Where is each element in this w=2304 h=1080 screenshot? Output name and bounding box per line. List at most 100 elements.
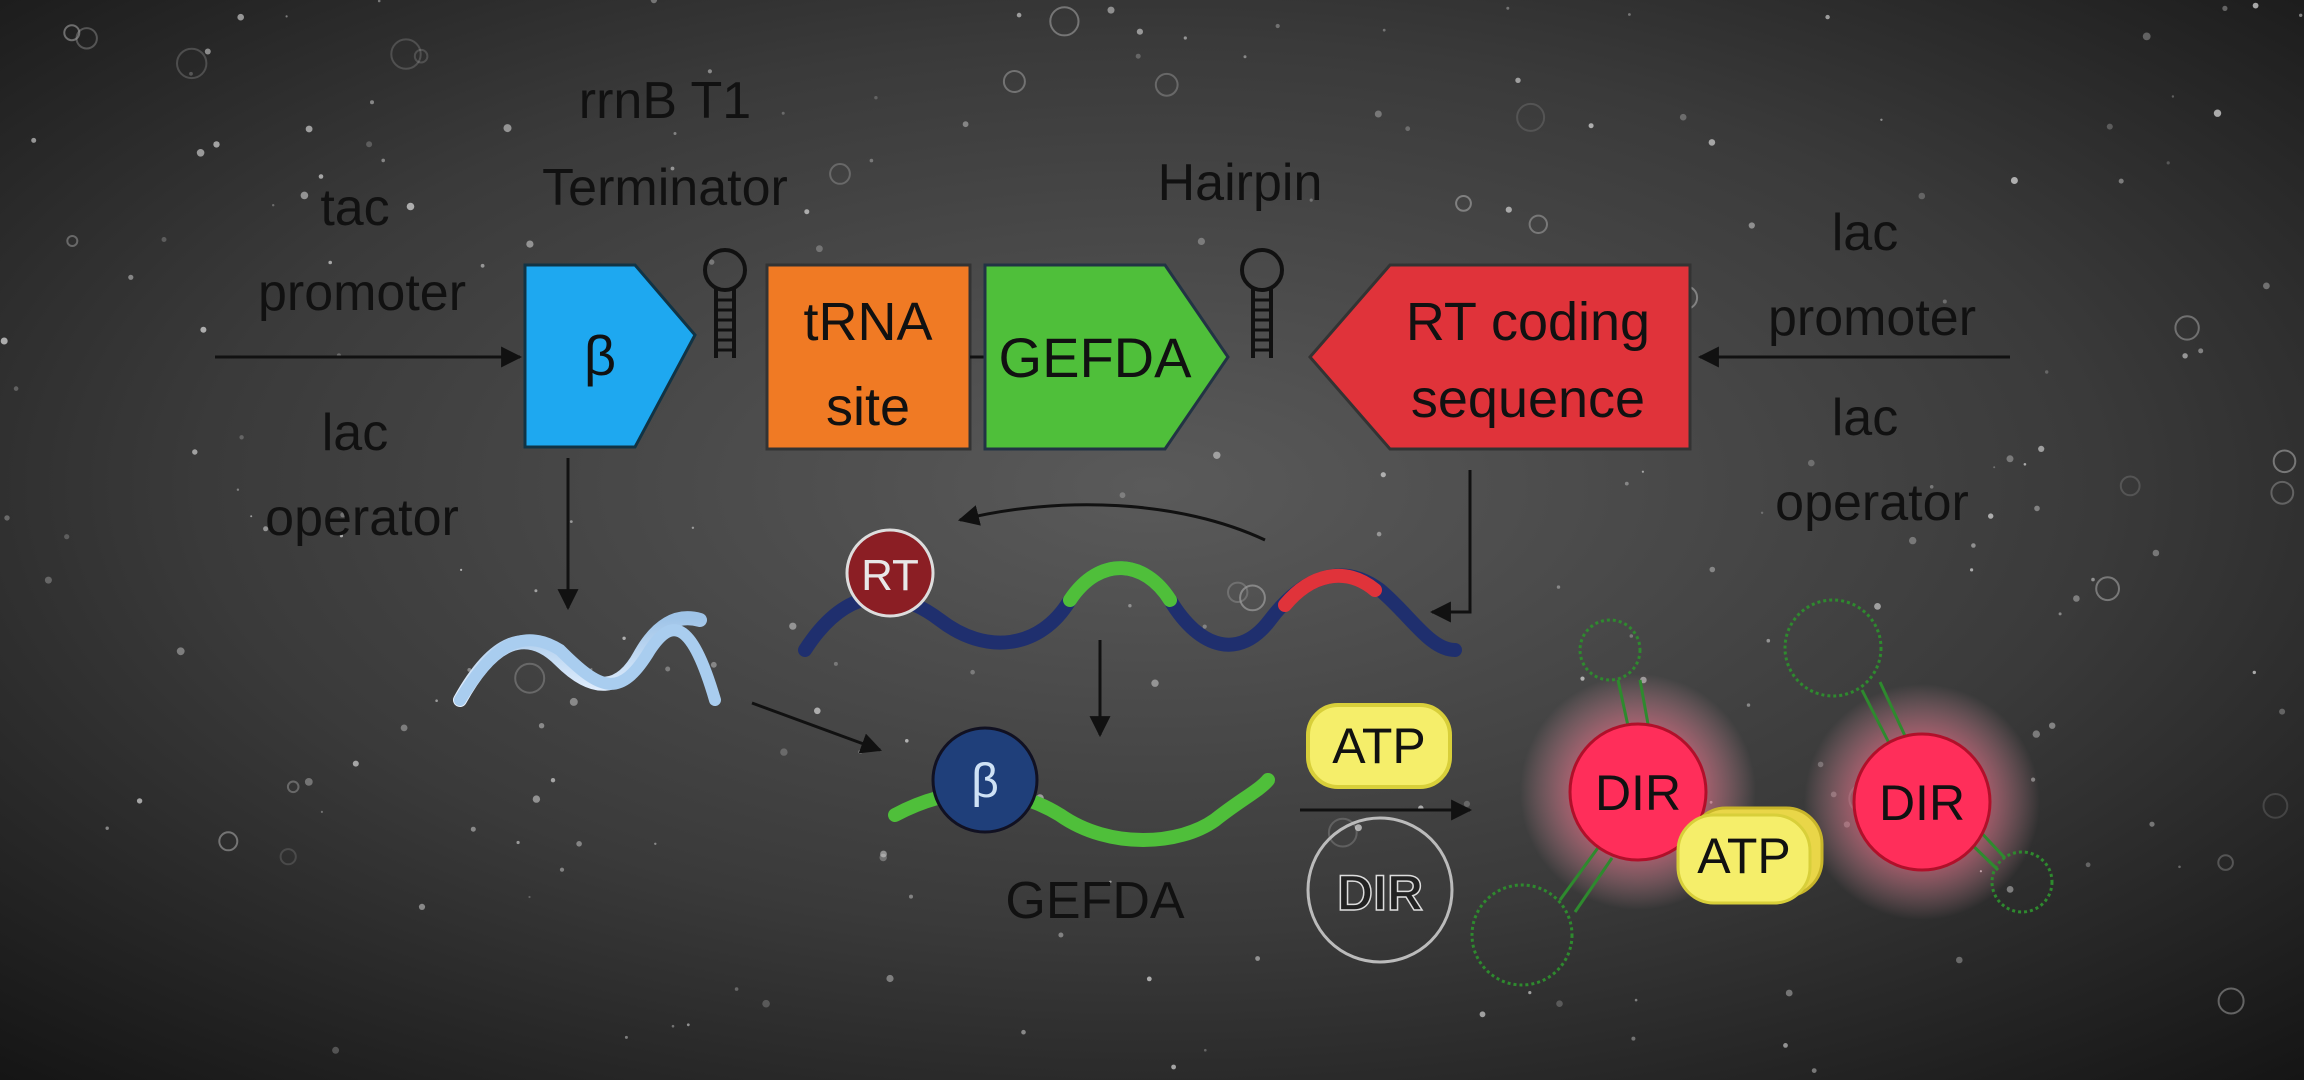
speckle — [1119, 492, 1126, 499]
speckle — [2106, 123, 2113, 130]
speckle — [2032, 730, 2041, 738]
speckle — [1515, 77, 1521, 84]
speckle — [200, 326, 207, 333]
speckle — [480, 263, 485, 268]
speckle — [503, 124, 512, 133]
rt-transcription-arrow — [1429, 470, 1472, 623]
speckle — [532, 795, 541, 803]
speckle — [0, 337, 8, 345]
atp-reactant-label: ATP — [1332, 718, 1426, 774]
speckle — [1631, 1036, 1636, 1041]
speckle — [1709, 566, 1716, 573]
speckle — [1275, 23, 1280, 29]
speckle — [1528, 991, 1532, 995]
hairpin-label: Hairpin — [1158, 154, 1323, 212]
speckle — [1811, 1068, 1817, 1073]
speckle — [1785, 989, 1793, 997]
speckle — [1154, 72, 1179, 97]
speckle — [1993, 466, 1996, 469]
speckle — [2073, 595, 2080, 602]
speckle — [1309, 198, 1313, 202]
speckle — [2198, 348, 2204, 354]
speckle — [176, 47, 208, 80]
speckle — [44, 576, 52, 584]
speckle — [1624, 481, 1629, 486]
speckle — [1107, 6, 1115, 14]
speckle — [272, 204, 275, 207]
speckle — [1382, 28, 1386, 32]
speckle — [1970, 568, 1974, 572]
speckle — [370, 100, 374, 105]
speckle — [814, 707, 821, 715]
speckle — [1748, 222, 1755, 229]
speckle — [673, 132, 677, 135]
speckle — [874, 96, 878, 100]
speckle — [4, 515, 10, 521]
speckle — [734, 987, 739, 991]
speckle — [64, 534, 70, 540]
beta-protein-label: β — [971, 755, 999, 808]
speckle — [869, 158, 874, 163]
speckle — [2263, 282, 2270, 290]
speckle — [781, 111, 785, 115]
speckle — [250, 515, 253, 518]
speckle — [1016, 12, 1022, 18]
lac-promoter-label-line1: lac — [1832, 204, 1898, 262]
speckle — [366, 141, 373, 148]
speckle — [1243, 55, 1247, 59]
speckle — [189, 71, 193, 76]
speckle — [381, 158, 386, 163]
speckle — [2166, 161, 2170, 165]
speckle — [1479, 1011, 1486, 1018]
speckle — [2262, 793, 2289, 819]
speckle — [1516, 102, 1546, 132]
speckle — [2252, 2, 2259, 9]
speckle — [1708, 139, 1716, 146]
speckle — [526, 240, 534, 248]
speckle — [1002, 70, 1026, 93]
speckle — [2299, 13, 2303, 17]
speckle — [1171, 1064, 1176, 1070]
speckle — [1183, 36, 1187, 40]
speckle — [75, 27, 98, 50]
speckle — [1136, 28, 1143, 35]
speckle — [789, 622, 797, 630]
speckle — [1956, 956, 1963, 964]
speckle — [340, 512, 346, 518]
speckle — [66, 235, 79, 247]
speckle — [516, 840, 520, 845]
speckle — [962, 121, 969, 128]
speckle — [406, 202, 415, 211]
speckle — [1151, 679, 1159, 687]
speckle — [833, 661, 838, 666]
speckle — [528, 895, 531, 899]
speckle — [470, 826, 476, 832]
speckle — [2095, 576, 2121, 602]
speckle — [2171, 95, 2175, 98]
speckle — [1505, 206, 1512, 213]
speckle — [400, 724, 408, 732]
speckle — [418, 903, 426, 911]
speckle — [1146, 976, 1152, 982]
speckle — [2142, 32, 2151, 41]
speckle — [1109, 880, 1112, 883]
terminator-label-line2: Terminator — [542, 159, 788, 217]
speckle — [1942, 299, 1947, 304]
speckle — [332, 1046, 340, 1054]
speckle — [105, 826, 109, 830]
speckle — [686, 1023, 690, 1027]
speckle — [2213, 109, 2222, 117]
dir-right — [1852, 732, 1992, 872]
speckle — [1909, 536, 1917, 545]
speckle — [1971, 543, 1976, 548]
speckle — [1634, 998, 1638, 1002]
speckle — [2119, 475, 2141, 497]
dir-reactant-label: DIR — [1337, 865, 1423, 921]
speckle — [1213, 451, 1221, 459]
speckle — [2118, 178, 2124, 184]
speckle — [13, 386, 19, 391]
speckle — [1197, 237, 1205, 245]
speckle — [390, 38, 422, 70]
speckle — [2006, 886, 2014, 893]
